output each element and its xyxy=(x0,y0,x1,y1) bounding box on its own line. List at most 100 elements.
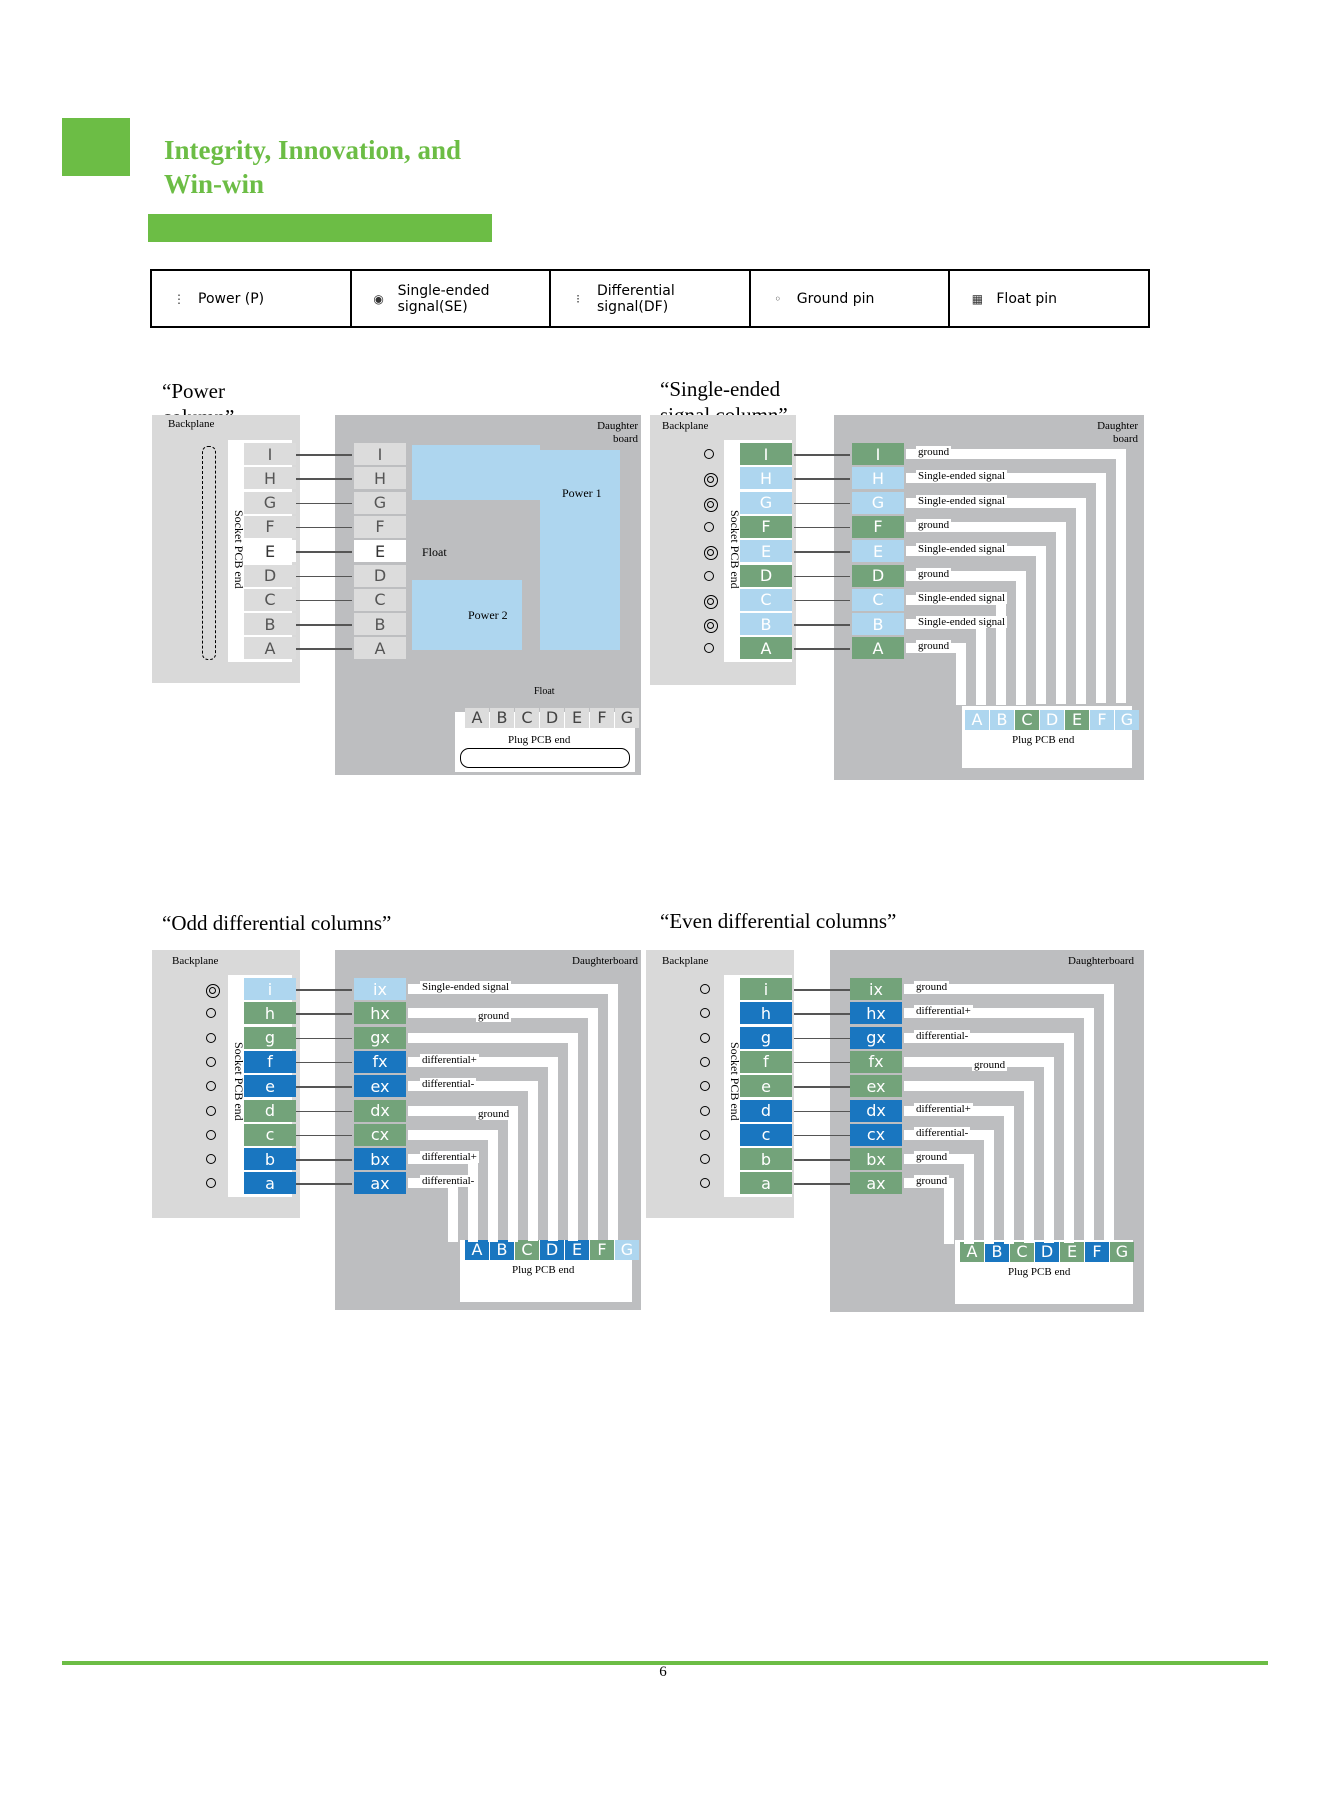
odd-daughter-pin: dx xyxy=(354,1099,406,1122)
page-number: 6 xyxy=(659,1664,667,1680)
power-daughter-pin: H xyxy=(354,467,406,490)
single-daughter-label: Daughter board xyxy=(1097,420,1138,445)
ground-pin-icon xyxy=(700,1178,710,1189)
trace xyxy=(1104,984,1114,1242)
trace xyxy=(904,984,1114,994)
plug-column-label: E xyxy=(1060,1242,1084,1262)
power-icon: ⋮ xyxy=(173,291,185,306)
ground-pin-icon xyxy=(206,1105,216,1116)
even-socket-pin: b xyxy=(740,1148,792,1171)
ground-pin-icon: ◦ xyxy=(774,291,782,306)
power-1-fingers xyxy=(412,445,540,500)
plug-column-label: D xyxy=(540,708,564,728)
trace xyxy=(588,1008,598,1241)
plug-column-label: D xyxy=(1035,1242,1059,1262)
header-accent-square xyxy=(62,118,130,176)
single-daughter-pin: C xyxy=(852,588,904,611)
ground-pin-icon xyxy=(704,643,714,654)
even-columns-title: “Even differential columns” xyxy=(660,909,897,933)
pin-connector xyxy=(794,989,850,991)
even-socket-pin: e xyxy=(740,1075,792,1098)
trace xyxy=(904,1081,1034,1092)
power-daughter-pin: D xyxy=(354,564,406,587)
ground-pin-icon xyxy=(700,1105,710,1116)
pin-connector xyxy=(794,1061,850,1064)
pin-connector xyxy=(296,502,352,505)
pin-connector xyxy=(794,624,850,626)
pin-connector xyxy=(296,1110,352,1112)
trace xyxy=(568,1032,578,1241)
even-socket-pin: i xyxy=(740,978,792,1000)
single-socket-pin: D xyxy=(740,564,792,587)
pin-connector xyxy=(296,1013,352,1015)
pin-connector xyxy=(794,551,850,553)
odd-daughter-pin: gx xyxy=(354,1026,406,1049)
single-socket-pin: I xyxy=(740,443,792,465)
pin-connector xyxy=(794,1086,850,1088)
wire-label: Single-ended signal xyxy=(916,616,1008,629)
odd-socket-pin: h xyxy=(244,1002,296,1025)
even-socket-pin: f xyxy=(740,1050,792,1073)
signal-pin-icon xyxy=(704,497,718,512)
ground-pin-icon xyxy=(700,1008,710,1019)
single-socket-pin: C xyxy=(740,588,792,611)
ground-pin-icon xyxy=(704,570,714,581)
pin-connector xyxy=(296,1061,352,1064)
trace xyxy=(1064,1032,1074,1243)
power-daughter-pin: I xyxy=(354,443,406,465)
ground-pin-icon xyxy=(700,1081,710,1092)
pin-connector xyxy=(794,478,850,480)
trace xyxy=(1084,1008,1094,1243)
wire-label: Single-ended signal xyxy=(916,470,1008,483)
plug-column-label: D xyxy=(540,1240,564,1260)
even-socket-pin: a xyxy=(740,1172,792,1195)
odd-socket-pin: a xyxy=(244,1172,296,1195)
trace xyxy=(1116,449,1126,703)
pin-connector xyxy=(794,599,850,602)
plug-column-label: F xyxy=(1085,1242,1109,1262)
power-backplane-label: Backplane xyxy=(168,418,215,430)
single-ended-icon: ◉ xyxy=(373,291,384,306)
wire-label: differential- xyxy=(914,1029,971,1042)
pin-connector xyxy=(794,1183,850,1185)
wire-label: ground xyxy=(914,1151,950,1164)
power-plug-pins xyxy=(460,748,630,768)
pin-connector xyxy=(794,1037,850,1040)
power-socket-pin: E xyxy=(244,540,296,563)
ground-pin-icon xyxy=(206,1008,216,1019)
trace xyxy=(944,1178,954,1245)
even-daughter-pin: gx xyxy=(850,1026,902,1049)
plug-column-label: B xyxy=(985,1242,1009,1262)
wire-label: differential+ xyxy=(914,1005,973,1018)
power-1-region xyxy=(540,450,620,650)
pin-connector xyxy=(296,551,352,553)
odd-daughter-pin: ex xyxy=(354,1075,406,1098)
even-daughter-pin: ix xyxy=(850,978,902,1000)
ground-pin-icon xyxy=(700,1154,710,1165)
trace xyxy=(408,1056,558,1067)
power-socket-pin: I xyxy=(244,443,296,465)
power-daughter-pin: E xyxy=(354,540,406,563)
signal-pin-icon xyxy=(206,984,220,998)
pin-connector xyxy=(794,526,850,529)
odd-backplane-label: Backplane xyxy=(172,955,219,967)
wire-label: ground xyxy=(916,567,952,580)
trace xyxy=(976,619,986,706)
wire-label: Single-ended signal xyxy=(420,981,512,993)
header-accent-bar xyxy=(148,214,492,242)
odd-daughter-pin: ax xyxy=(354,1172,406,1195)
ground-pin-icon xyxy=(700,984,710,994)
pin-connector xyxy=(794,1134,850,1137)
differential-icon: ⁝ xyxy=(576,291,580,306)
power-daughter-pin: A xyxy=(354,637,406,660)
trace xyxy=(904,1032,1074,1043)
pin-connector xyxy=(794,648,850,650)
legend-power: ⋮Power (P) xyxy=(152,271,352,326)
plug-column-label: A xyxy=(465,1240,489,1260)
plug-column-label: E xyxy=(1065,710,1089,730)
title-line-2: Win-win xyxy=(164,169,265,199)
single-daughter-pin: B xyxy=(852,613,904,636)
plug-column-label: A xyxy=(465,708,489,728)
single-daughter-pin: D xyxy=(852,564,904,587)
plug-column-label: B xyxy=(990,710,1014,730)
